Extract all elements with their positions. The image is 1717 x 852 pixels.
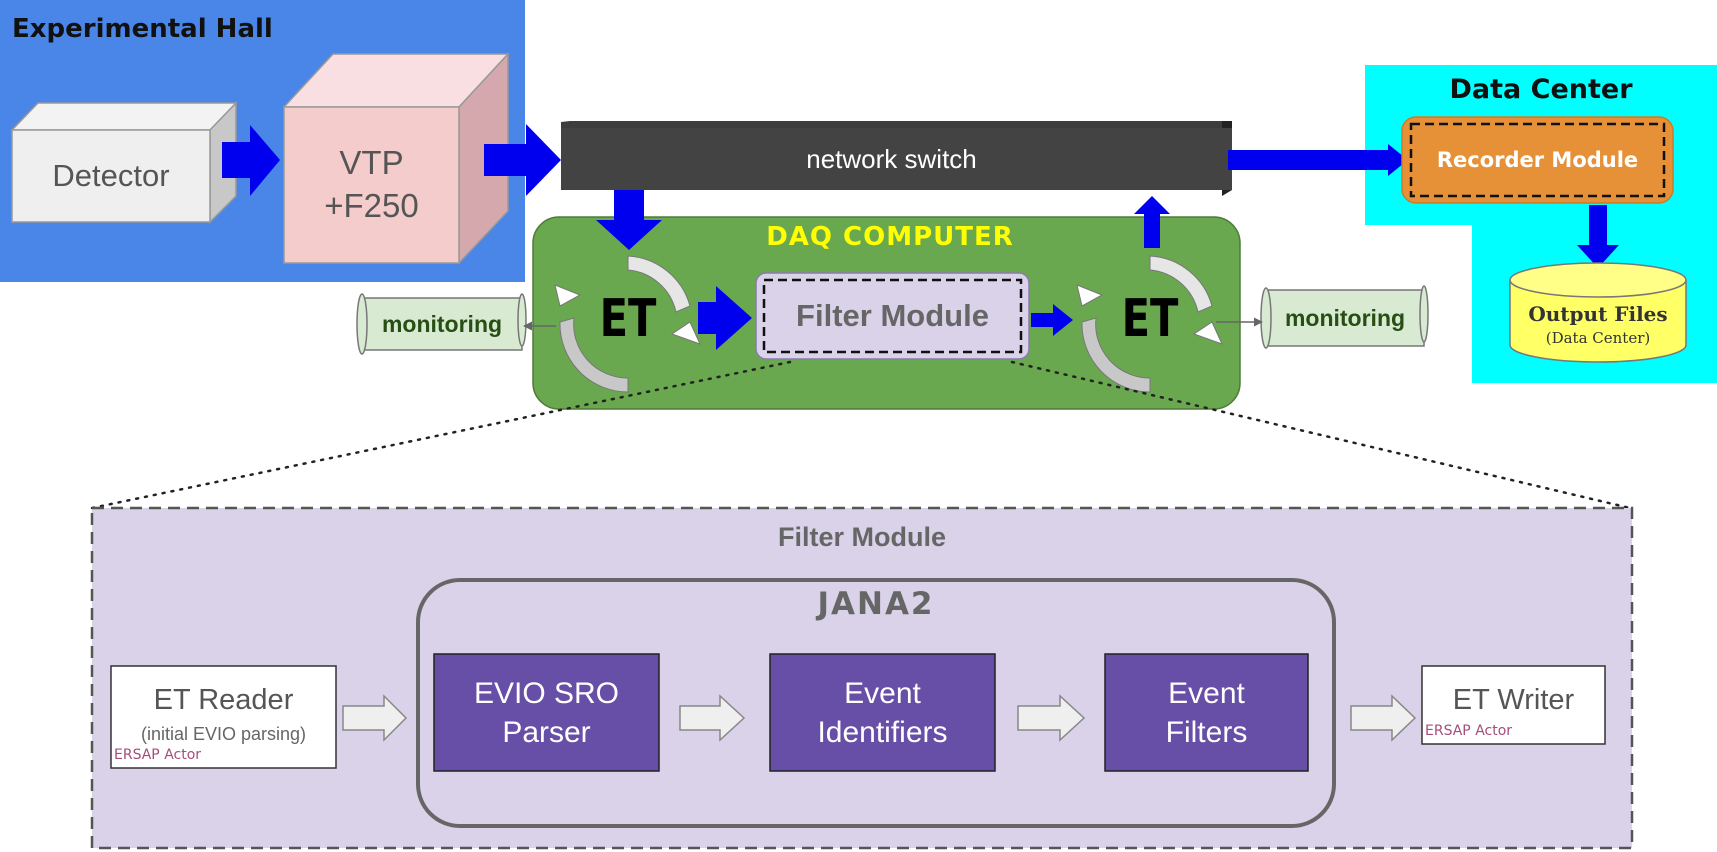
stage-event-identifiers-line1: Event <box>844 676 921 710</box>
arrow-switch-to-recorder <box>1228 144 1408 176</box>
vtp-label-line1: VTP <box>339 144 404 182</box>
arrow-recorder-to-output <box>1577 205 1619 268</box>
output-files-title: Output Files <box>1528 301 1668 326</box>
arrow-parser-to-identifiers <box>679 694 746 742</box>
et-reader-subtitle: (initial EVIO parsing) <box>140 724 307 744</box>
monitoring-right-label: monitoring <box>1284 304 1406 331</box>
monitoring-left-scroll <box>356 293 527 355</box>
stage-evio-parser-line2: Parser <box>502 715 591 749</box>
detector-label: Detector <box>52 158 170 193</box>
et-reader-tag: ERSAP Actor <box>114 747 202 763</box>
vtp-label: VTP +F250 <box>284 107 459 263</box>
jana2-container <box>416 578 1336 828</box>
et-reader-title: ET Reader <box>153 684 294 716</box>
arrow-daq-to-switch <box>1134 196 1170 248</box>
recorder-module <box>1401 116 1674 204</box>
stage-event-filters-line1: Event <box>1168 676 1245 710</box>
vtp-box <box>282 52 510 265</box>
jana2-title: JANA2 <box>817 586 935 622</box>
arrow-detector-to-vtp <box>222 125 280 196</box>
et-left-ring <box>554 255 701 393</box>
arrow-filter-to-et <box>1031 304 1073 336</box>
output-files-subtitle: (Data Center) <box>1545 328 1651 347</box>
filter-module-box <box>755 272 1030 360</box>
stage-event-identifiers-label: Event Identifiers <box>770 654 995 771</box>
stage-box-event-identifiers <box>769 653 996 772</box>
filter-module-label: Filter Module <box>796 298 989 333</box>
stage-evio-parser-line1: EVIO SRO <box>473 676 620 710</box>
et-writer-tag: ERSAP Actor <box>1425 723 1513 739</box>
monitoring-left-label: monitoring <box>381 310 503 337</box>
arrow-vtp-to-switch <box>484 124 561 196</box>
detector-box <box>10 101 238 224</box>
et-writer-box <box>1421 665 1606 745</box>
et-right-ring <box>1076 255 1223 393</box>
data-center-title: Data Center <box>1449 74 1633 105</box>
output-files-cylinder <box>1509 262 1687 363</box>
daq-computer-title: DAQ COMPUTER <box>766 222 1014 252</box>
et-writer-title: ET Writer <box>1452 684 1575 716</box>
et-right-label: ET <box>1121 289 1179 349</box>
stage-box-evio-parser <box>433 653 660 772</box>
network-switch <box>561 121 1232 196</box>
et-left-label: ET <box>599 289 657 349</box>
stage-evio-parser-label: EVIO SRO Parser <box>434 654 659 771</box>
arrow-jana-to-writer <box>1350 694 1417 742</box>
zoom-line-right <box>1010 360 1632 510</box>
monitoring-right-scroll <box>1260 285 1429 349</box>
arrow-reader-to-jana <box>342 694 408 742</box>
network-switch-label: network switch <box>806 143 977 174</box>
et-reader-box <box>110 665 337 769</box>
experimental-hall-title: Experimental Hall <box>12 14 273 44</box>
stage-event-identifiers-line2: Identifiers <box>817 715 948 749</box>
stage-event-filters-line2: Filters <box>1165 715 1248 749</box>
stage-box-event-filters <box>1104 653 1309 772</box>
stage-event-filters-label: Event Filters <box>1105 654 1308 771</box>
arrow-identifiers-to-filters <box>1017 694 1086 742</box>
output-files-label: Output Files (Data Center) <box>1510 292 1686 356</box>
arrow-et-to-filter <box>698 286 752 350</box>
arrow-switch-to-daq <box>596 190 662 250</box>
vtp-label-line2: +F250 <box>324 187 419 224</box>
recorder-module-label: Recorder Module <box>1436 148 1639 172</box>
filter-detail-title: Filter Module <box>778 522 946 552</box>
zoom-line-left <box>90 360 792 510</box>
